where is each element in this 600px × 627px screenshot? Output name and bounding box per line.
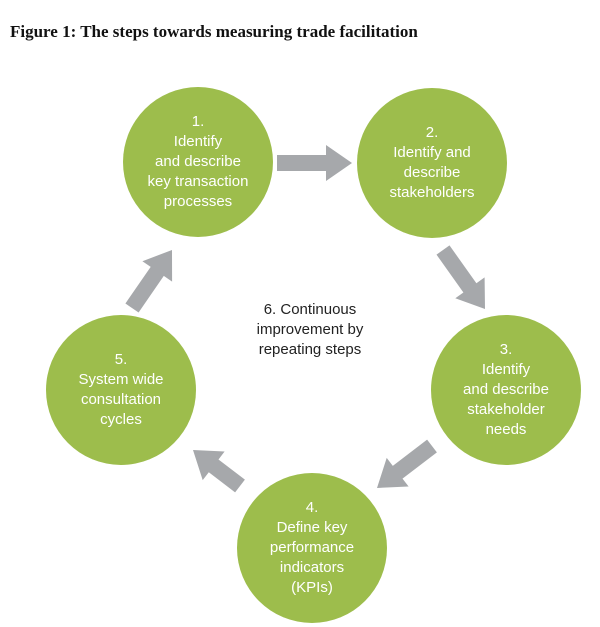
figure-title: Figure 1: The steps towards measuring tr… xyxy=(10,22,418,41)
step-3-line: stakeholder xyxy=(467,401,545,418)
arrow-up-icon xyxy=(125,250,173,313)
step-2-line: describe xyxy=(403,164,461,181)
step-2-line: stakeholders xyxy=(389,184,475,201)
step-5-line: 5. xyxy=(114,351,128,368)
step-1-line: key transaction xyxy=(147,173,249,190)
step-4-line: indicators xyxy=(279,559,345,576)
center-text-line: 6. Continuous xyxy=(263,301,357,318)
arrow-right-icon xyxy=(277,145,352,181)
step-4-line: 4. xyxy=(305,499,319,516)
arrow-down-left-icon xyxy=(377,439,437,488)
step-3-line: Identify xyxy=(481,361,531,378)
step-1-line: and describe xyxy=(155,153,241,170)
step-4-circle: 4. Define key performance indicators (KPIs) xyxy=(237,473,387,623)
arrow-up-left-icon xyxy=(193,450,245,493)
step-1-line: 1. xyxy=(191,113,205,130)
step-2-circle: 2. Identify and describe stakeholders xyxy=(357,88,507,238)
step-3-line: needs xyxy=(485,421,527,438)
step-1-text: 1. Identify and describe key transaction pro… xyxy=(138,112,259,212)
step-4-line: Define key xyxy=(276,519,348,536)
step-4-line: performance xyxy=(269,539,355,556)
step-1-line: Identify xyxy=(173,133,223,150)
step-2-text: 2. Identify and describe stakeholders xyxy=(379,123,484,203)
arrow-down-right-icon xyxy=(436,245,485,309)
step-2-line: 2. xyxy=(425,124,439,141)
step-4-line: (KPIs) xyxy=(291,579,333,596)
step-5-line: consultation xyxy=(80,391,162,408)
step-2-line: Identify and xyxy=(393,144,471,161)
step-5-circle: 5. System wide consultation cycles xyxy=(46,315,196,465)
step-3-line: 3. xyxy=(499,341,513,358)
step-6-center-text: 6. Continuous improvement by repeating ste… xyxy=(230,300,390,360)
center-text-line: repeating steps xyxy=(258,341,362,358)
step-3-line: and describe xyxy=(463,381,549,398)
step-1-line: processes xyxy=(163,193,233,210)
step-3-circle: 3. Identify and describe stakeholder needs xyxy=(431,315,581,465)
center-text-line: improvement by xyxy=(256,321,364,338)
step-4-text: 4. Define key performance indicators (KPIs) xyxy=(260,498,364,598)
step-3-text: 3. Identify and describe stakeholder needs xyxy=(453,340,559,440)
step-1-circle: 1. Identify and describe key transaction pro… xyxy=(123,87,273,237)
step-5-line: System wide xyxy=(78,371,164,388)
step-5-text: 5. System wide consultation cycles xyxy=(68,350,173,430)
step-5-line: cycles xyxy=(100,411,142,428)
